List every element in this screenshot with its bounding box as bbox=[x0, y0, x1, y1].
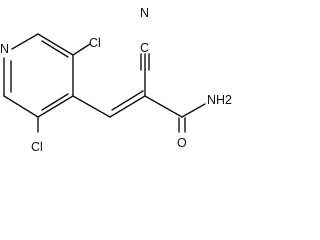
bond-c2-c3-inner bbox=[41, 40, 69, 58]
chemical-structure-diagram: N Cl Cl N C O NH2 bbox=[0, 6, 232, 154]
pyridine-ring bbox=[3, 33, 74, 118]
chlorine-upper-label: Cl bbox=[89, 36, 101, 50]
amide-oxygen-label: O bbox=[177, 136, 187, 150]
bond-c4-c5-inner bbox=[41, 93, 69, 111]
amide-amine-label: NH2 bbox=[207, 93, 232, 107]
bond-carbonyl-to-amine bbox=[181, 103, 206, 118]
ring-nitrogen-label: N bbox=[0, 42, 9, 56]
chlorine-lower-label: Cl bbox=[31, 140, 43, 154]
bond-c2-c3 bbox=[37, 33, 74, 56]
bond-c5-c6 bbox=[3, 95, 39, 118]
bond-alpha-to-carbonyl bbox=[144, 95, 183, 118]
nitrile-carbon-label: C bbox=[140, 41, 149, 55]
bond-vinyl-double-outer bbox=[109, 95, 146, 118]
bond-vinyl-double-inner bbox=[111, 90, 144, 111]
bond-c4-c5 bbox=[37, 95, 74, 118]
nitrile-nitrogen-label: N bbox=[140, 6, 149, 20]
bond-ring-to-vinyl bbox=[72, 95, 111, 118]
propenamide-chain bbox=[72, 53, 206, 133]
bond-n1-c2 bbox=[11, 33, 39, 50]
bond-c3-cl-upper bbox=[72, 43, 91, 56]
